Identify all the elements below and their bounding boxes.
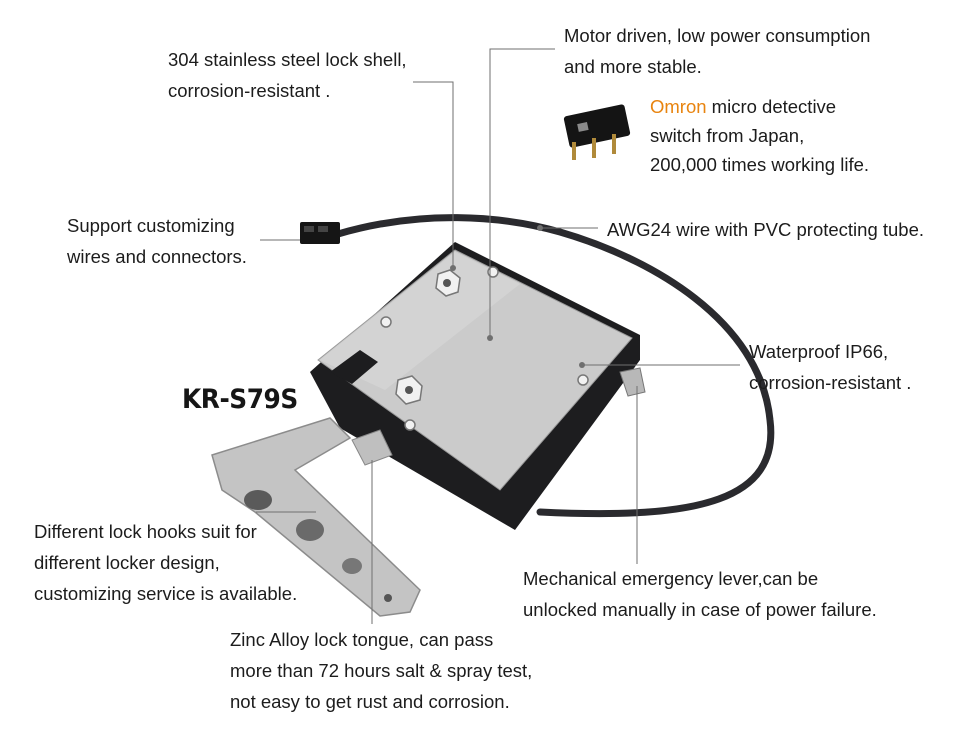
- model-number: KR-S79S: [182, 384, 298, 415]
- callout-emergency-line: Mechanical emergency lever,can be: [523, 568, 819, 589]
- callout-motor-line: and more stable.: [564, 56, 702, 77]
- callout-awg-line: AWG24 wire with PVC protecting tube.: [607, 219, 925, 240]
- emergency-lever: [619, 367, 646, 397]
- callout-motor-line: Motor driven, low power consumption: [564, 25, 871, 46]
- callout-wires-line: wires and connectors.: [67, 246, 247, 267]
- callout-tongue-line: more than 72 hours salt & spray test,: [230, 660, 533, 681]
- callout-switch-line: 200,000 times working life.: [650, 154, 870, 175]
- callout-motor: Motor driven, low power consumption and …: [564, 20, 870, 82]
- callout-switch-line: switch from Japan,: [650, 125, 805, 146]
- callout-emergency: Mechanical emergency lever,can be unlock…: [523, 563, 877, 625]
- callout-emergency-line: unlocked manually in case of power failu…: [523, 599, 877, 620]
- callout-waterproof-line: Waterproof IP66,: [749, 341, 889, 362]
- omron-brand: Omron: [650, 96, 707, 117]
- callout-waterproof-line: corrosion-resistant .: [749, 372, 912, 393]
- callout-hooks-line: Different lock hooks suit for: [34, 521, 257, 542]
- callout-awg: AWG24 wire with PVC protecting tube.: [607, 214, 924, 245]
- callout-shell-line: 304 stainless steel lock shell,: [168, 49, 407, 70]
- callout-hooks-line: customizing service is available.: [34, 583, 298, 604]
- callout-switch-line: Omron micro detective: [650, 92, 869, 121]
- callout-hooks-line: different locker design,: [34, 552, 220, 573]
- callout-shell-line: corrosion-resistant .: [168, 80, 331, 101]
- callout-shell: 304 stainless steel lock shell, corrosio…: [168, 44, 407, 106]
- wire-connector: [300, 222, 340, 244]
- callout-waterproof: Waterproof IP66, corrosion-resistant .: [749, 336, 911, 398]
- callout-tongue: Zinc Alloy lock tongue, can pass more th…: [230, 624, 532, 717]
- callout-wires-line: Support customizing: [67, 215, 235, 236]
- switch-line1-rest: micro detective: [706, 96, 837, 117]
- wire-cable: [334, 214, 775, 518]
- lock-hook: [211, 417, 421, 617]
- callout-tongue-line: Zinc Alloy lock tongue, can pass: [230, 629, 494, 650]
- micro-switch-image: [563, 104, 631, 160]
- callout-switch: Omron micro detective switch from Japan,…: [650, 92, 869, 179]
- callout-tongue-line: not easy to get rust and corrosion.: [230, 691, 510, 712]
- callout-hooks: Different lock hooks suit for different …: [34, 516, 297, 609]
- shell-screws: [380, 266, 589, 431]
- lock-tongue: [351, 429, 393, 466]
- callout-wires: Support customizing wires and connectors…: [67, 210, 247, 272]
